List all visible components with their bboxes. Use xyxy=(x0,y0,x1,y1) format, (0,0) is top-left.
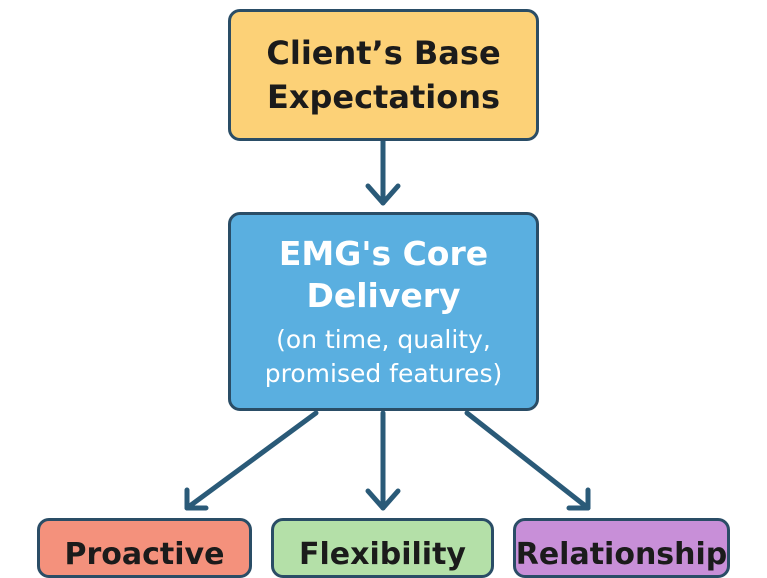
relationship-node: Relationship xyxy=(513,518,730,578)
node-title-line-2: Delivery xyxy=(306,275,461,315)
node-title-line-1: Client’s Base xyxy=(266,34,501,72)
node-subtitle-line-2: promised features) xyxy=(264,358,503,388)
connector-arrows xyxy=(184,138,591,511)
arrow-middle-to-bottom-left xyxy=(184,410,319,511)
emg-core-delivery-node: EMG's Core Delivery (on time, quality, p… xyxy=(228,212,539,411)
node-title-line-2: Expectations xyxy=(266,78,501,116)
arrow-middle-to-bottom-center xyxy=(365,410,401,511)
client-base-expectations-node: Client’s Base Expectations xyxy=(228,9,539,141)
proactive-node: Proactive xyxy=(37,518,252,578)
arrow-top-to-middle xyxy=(365,138,401,206)
node-label: Proactive xyxy=(64,537,225,572)
arrow-middle-to-bottom-right xyxy=(464,410,591,511)
node-label: Relationship xyxy=(515,537,728,572)
node-label: Flexibility xyxy=(299,537,466,572)
node-subtitle-line-1: (on time, quality, xyxy=(276,324,491,354)
node-title-line-1: EMG's Core xyxy=(278,233,489,273)
flexibility-node: Flexibility xyxy=(271,518,494,578)
